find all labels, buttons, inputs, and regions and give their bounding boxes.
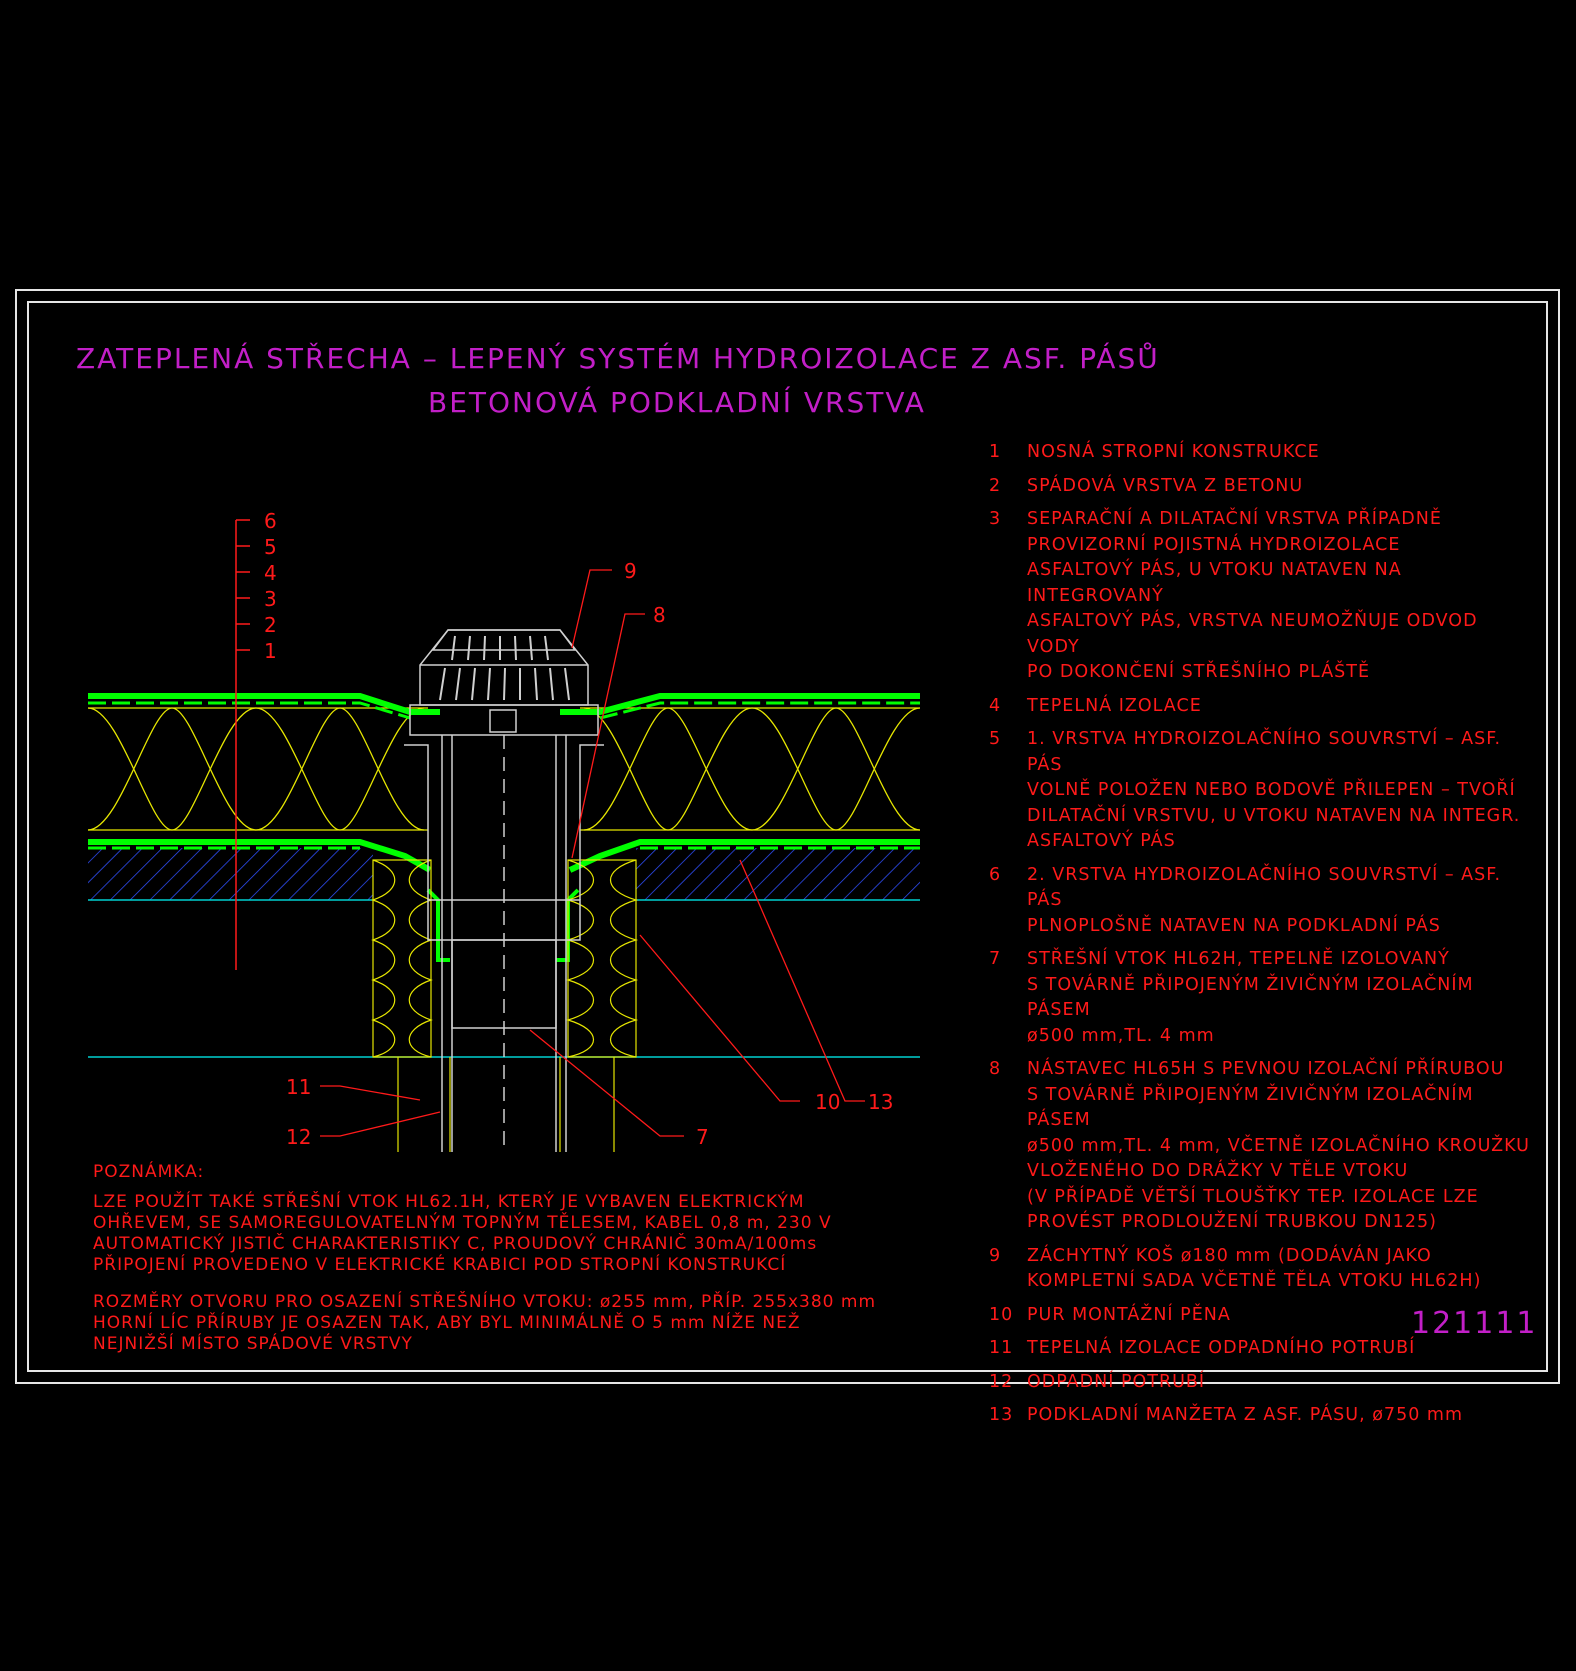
membrane-layers [88, 693, 920, 962]
thermal-insulation-main [87, 707, 921, 831]
opening-insulation [371, 859, 639, 1058]
note-heading: POZNÁMKA: [93, 1162, 205, 1182]
callout-10: 10 [815, 1090, 840, 1114]
note-paragraph-1: LZE POUŽÍT TAKÉ STŘEŠNÍ VTOK HL62.1H, KT… [93, 1192, 832, 1275]
grating-basket [419, 629, 589, 706]
roof-drain-body [404, 704, 604, 1152]
title-line-2: BETONOVÁ PODKLADNÍ VRSTVA [428, 386, 926, 419]
drawing-code: 121111 [1411, 1306, 1538, 1341]
callout-11: 11 [286, 1075, 311, 1099]
concrete-layer-right [636, 848, 920, 900]
layer-marker-scale [235, 519, 250, 970]
marker-3: 3 [264, 587, 277, 611]
marker-1: 1 [264, 639, 277, 663]
callout-8: 8 [653, 603, 666, 627]
callout-13: 13 [868, 1090, 893, 1114]
marker-2: 2 [264, 613, 277, 637]
leader-lines [320, 569, 865, 1137]
inner-frame [27, 301, 1548, 1372]
pipe-insulation [397, 1057, 615, 1152]
outer-frame [15, 289, 1560, 1384]
callout-9: 9 [624, 559, 637, 583]
callout-12: 12 [286, 1125, 311, 1149]
callout-7: 7 [696, 1125, 709, 1149]
marker-4: 4 [264, 561, 277, 585]
note-paragraph-2: ROZMĚRY OTVORU PRO OSAZENÍ STŘEŠNÍHO VTO… [93, 1292, 877, 1354]
marker-6: 6 [264, 509, 277, 533]
marker-5: 5 [264, 535, 277, 559]
title-line-1: ZATEPLENÁ STŘECHA – LEPENÝ SYSTÉM HYDROI… [76, 342, 1160, 375]
concrete-layer-left [88, 848, 373, 900]
